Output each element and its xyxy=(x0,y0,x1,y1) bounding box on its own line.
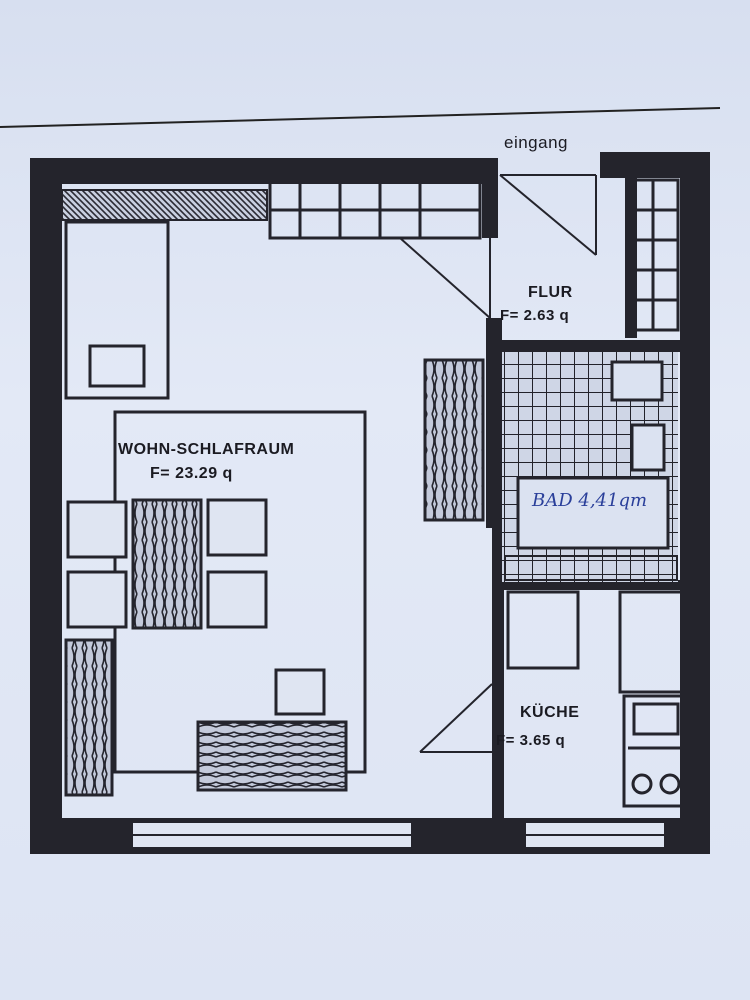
room-label-bad: BAD 4,41qm xyxy=(532,490,648,511)
room-name-wohn: WOHN-SCHLAFRAUM xyxy=(118,441,295,458)
living-cabinet xyxy=(423,358,485,522)
side-cabinet xyxy=(64,638,114,797)
bath-shelf xyxy=(504,555,678,581)
stove xyxy=(622,694,690,808)
room-name-flur: FLUR xyxy=(528,284,573,301)
top-window xyxy=(61,189,268,221)
sink xyxy=(630,423,666,472)
dining-set xyxy=(66,498,268,630)
kitchen-units xyxy=(506,590,690,694)
paper-edge-line xyxy=(0,107,721,128)
kitchen-door xyxy=(419,683,496,753)
room-name-kueche: KÜCHE xyxy=(520,704,580,721)
sofa xyxy=(196,720,348,792)
entrance-label: eingang xyxy=(504,133,569,152)
toilet xyxy=(610,360,664,402)
room-area-kueche: F= 3.65 q xyxy=(496,732,566,749)
room-area-wohn: F= 23.29 q xyxy=(150,465,233,482)
living-room-door xyxy=(399,237,491,319)
entrance-door xyxy=(499,174,597,256)
entrance-wall-stub xyxy=(482,158,498,238)
bathtub xyxy=(516,476,670,550)
room-area-flur: F= 2.63 q xyxy=(500,307,570,324)
bottom-windows xyxy=(131,821,666,849)
hall-cabinet xyxy=(626,178,680,332)
wardrobe xyxy=(268,178,482,240)
interior-walls xyxy=(486,178,682,818)
armchair xyxy=(274,668,326,716)
bed xyxy=(64,220,170,400)
